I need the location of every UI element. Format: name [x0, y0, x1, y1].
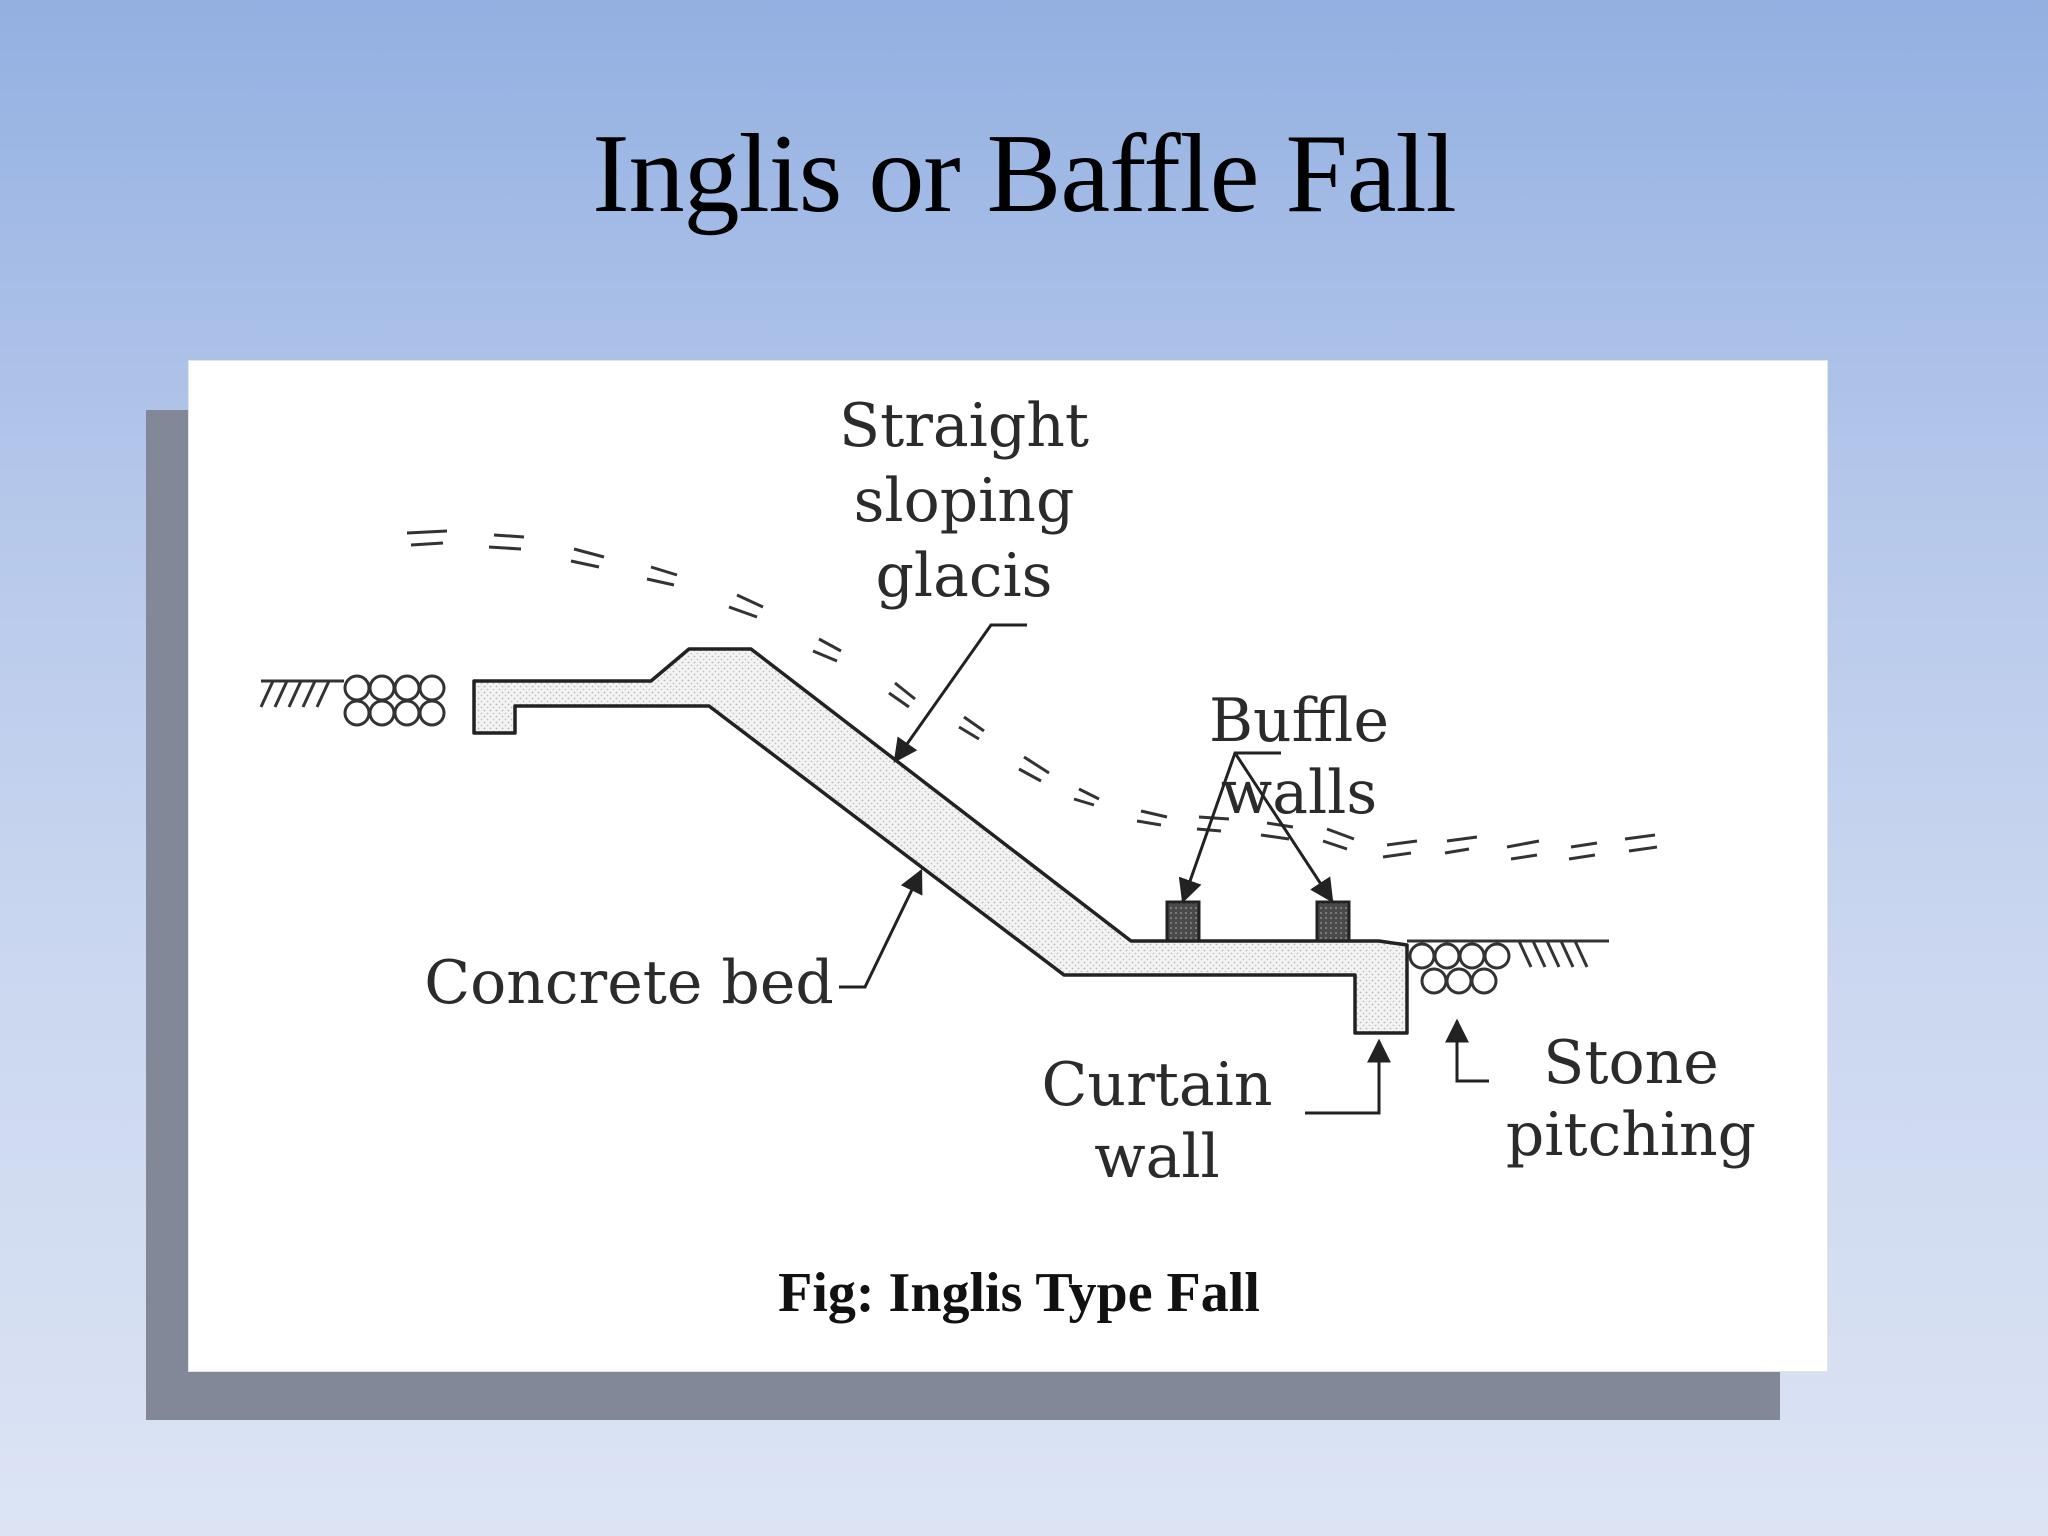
inglis-fall-diagram: Straight sloping glacis Buffle walls Con…	[259, 391, 1756, 1324]
slide-title: Inglis or Baffle Fall	[592, 112, 1456, 236]
baffle-wall-2	[1315, 900, 1351, 943]
label-glacis-line-2: sloping	[854, 466, 1075, 536]
stone-pitching-leader-arrow	[1445, 1018, 1489, 1083]
label-curtain-line-1: Curtain	[1042, 1050, 1273, 1120]
figure-panel: Straight sloping glacis Buffle walls Con…	[188, 360, 1828, 1372]
label-stone-pitching: Stone pitching	[1506, 1028, 1756, 1170]
water-surface-lines	[406, 529, 1658, 861]
concrete-glacis-body	[472, 647, 1409, 1035]
label-glacis: Straight sloping glacis	[839, 391, 1089, 611]
downstream-stone-pitching	[1408, 942, 1511, 995]
downstream-ground	[1407, 939, 1609, 968]
glacis-leader-arrow	[893, 623, 1027, 763]
label-glacis-line-3: glacis	[876, 541, 1053, 611]
label-stone-line-2: pitching	[1506, 1100, 1756, 1170]
upstream-ground	[259, 679, 344, 708]
label-curtain-wall: Curtain wall	[1042, 1050, 1273, 1192]
label-baffle-line-1: Buffle	[1209, 686, 1389, 756]
figure-caption: Fig: Inglis Type Fall	[778, 1262, 1260, 1324]
label-concrete-bed: Concrete bed	[424, 948, 833, 1018]
concrete-bed-leader-arrow	[839, 868, 923, 989]
baffle-wall-1	[1165, 900, 1201, 943]
label-glacis-line-1: Straight	[839, 391, 1089, 461]
curtain-wall-leader-arrow	[1305, 1038, 1391, 1115]
label-baffle: Buffle walls	[1209, 686, 1389, 828]
label-stone-line-1: Stone	[1543, 1028, 1719, 1098]
baffle-leader-arrow-2	[1233, 752, 1334, 904]
label-curtain-line-2: wall	[1094, 1122, 1220, 1192]
upstream-stone-pitching	[343, 674, 446, 727]
